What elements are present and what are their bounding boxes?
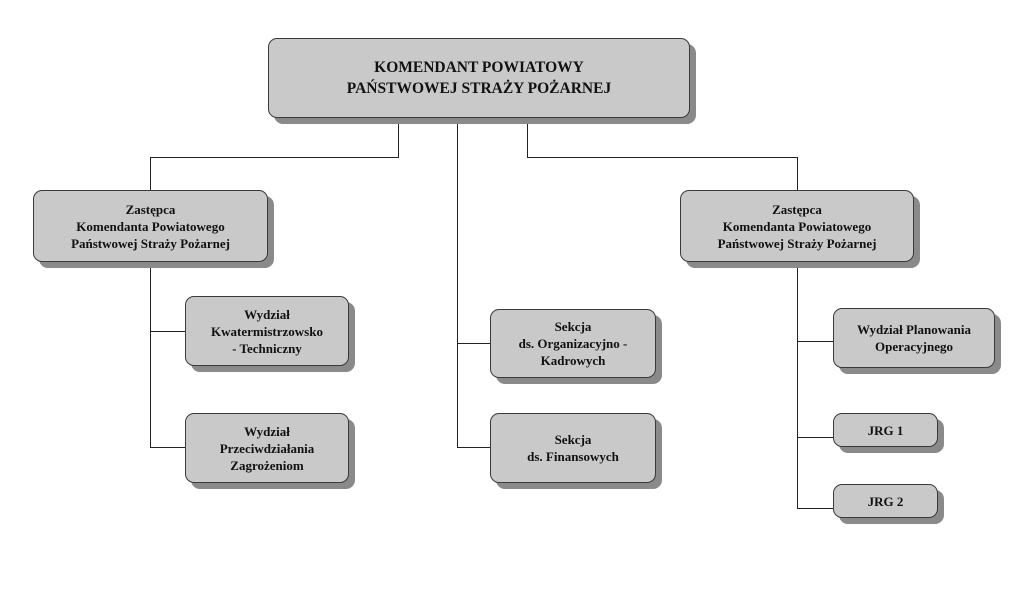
deputy-left-box: Zastępca Komendanta Powiatowego Państwow… xyxy=(33,190,268,262)
connector xyxy=(527,118,528,157)
unit-przeciwdzialania-box: Wydział Przeciwdziałania Zagrożeniom xyxy=(185,413,349,483)
connector xyxy=(150,447,185,448)
connector xyxy=(797,508,833,509)
connector xyxy=(797,341,833,342)
connector xyxy=(150,157,151,190)
unit-planowania-box: Wydział Planowania Operacyjnego xyxy=(833,308,995,368)
connector xyxy=(797,262,798,509)
connector xyxy=(457,447,490,448)
deputy-right-box: Zastępca Komendanta Powiatowego Państwow… xyxy=(680,190,914,262)
connector xyxy=(457,118,458,448)
connector xyxy=(527,157,798,158)
connector xyxy=(150,331,185,332)
connector xyxy=(150,262,151,448)
unit-kwatermistrzowsko-box: Wydział Kwatermistrzowsko - Techniczny xyxy=(185,296,349,366)
root-commander-box: KOMENDANT POWIATOWY PAŃSTWOWEJ STRAŻY PO… xyxy=(268,38,690,118)
connector xyxy=(150,157,399,158)
jrg1-box: JRG 1 xyxy=(833,413,938,447)
connector xyxy=(797,157,798,190)
section-organizacyjno-box: Sekcja ds. Organizacyjno - Kadrowych xyxy=(490,309,656,378)
connector xyxy=(398,118,399,157)
connector xyxy=(457,343,490,344)
connector xyxy=(797,437,833,438)
section-finansowych-box: Sekcja ds. Finansowych xyxy=(490,413,656,483)
jrg2-box: JRG 2 xyxy=(833,484,938,518)
